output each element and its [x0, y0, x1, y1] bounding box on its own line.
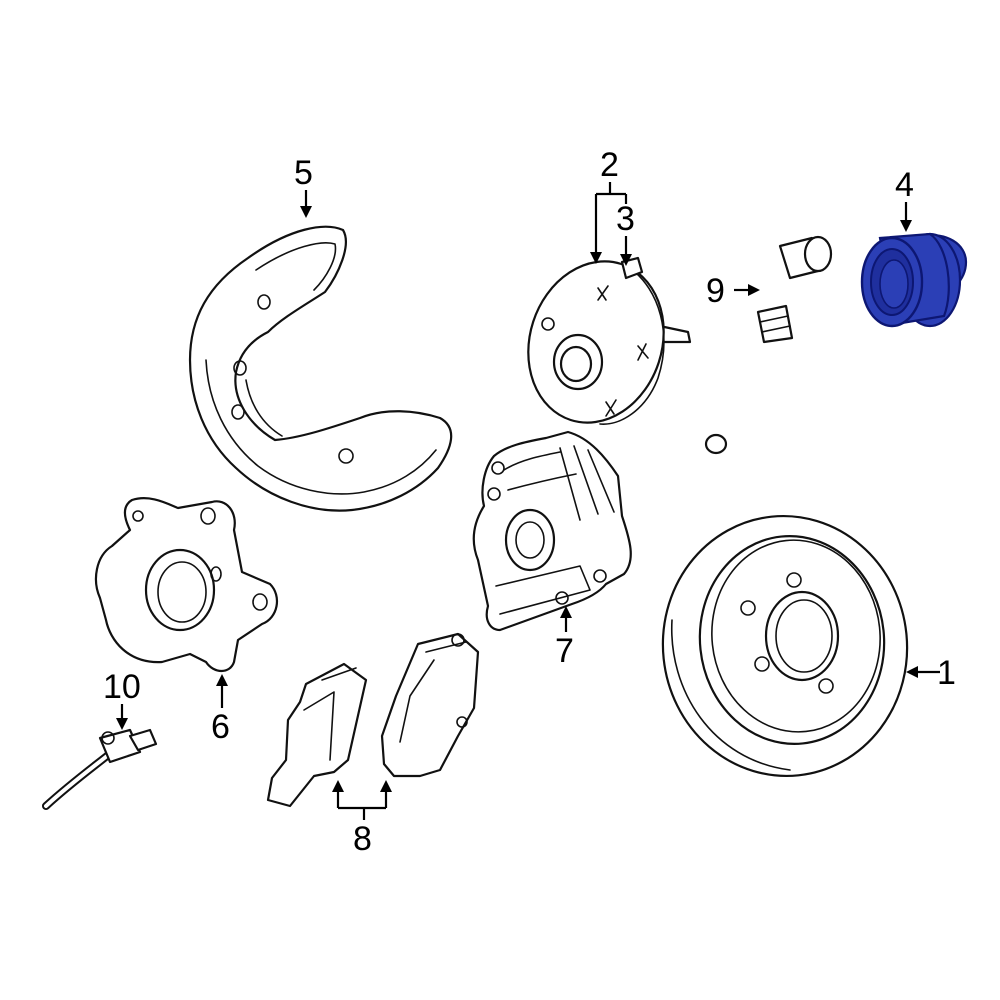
callout-9: 9: [706, 272, 725, 310]
callout-1: 1: [937, 654, 956, 692]
brake-rotor[interactable]: [650, 504, 920, 788]
abs-sensor[interactable]: [42, 728, 158, 810]
callout-4: 4: [895, 166, 914, 204]
callout-7: 7: [555, 632, 574, 670]
callout-2: 2: [600, 146, 619, 184]
callout-10: 10: [103, 668, 141, 706]
steering-knuckle[interactable]: [94, 497, 279, 673]
callout-leaders: [116, 182, 940, 820]
splash-shield[interactable]: [188, 225, 453, 512]
brake-caliper[interactable]: [472, 430, 632, 632]
wheel-bearing-highlighted[interactable]: [860, 232, 968, 328]
callout-6: 6: [211, 708, 230, 746]
callout-3: 3: [616, 200, 635, 238]
brake-pads[interactable]: [266, 632, 480, 808]
wheel-hub[interactable]: [508, 244, 692, 441]
callout-8: 8: [353, 820, 372, 858]
callout-5: 5: [294, 154, 313, 192]
brake-hose[interactable]: [704, 235, 833, 468]
